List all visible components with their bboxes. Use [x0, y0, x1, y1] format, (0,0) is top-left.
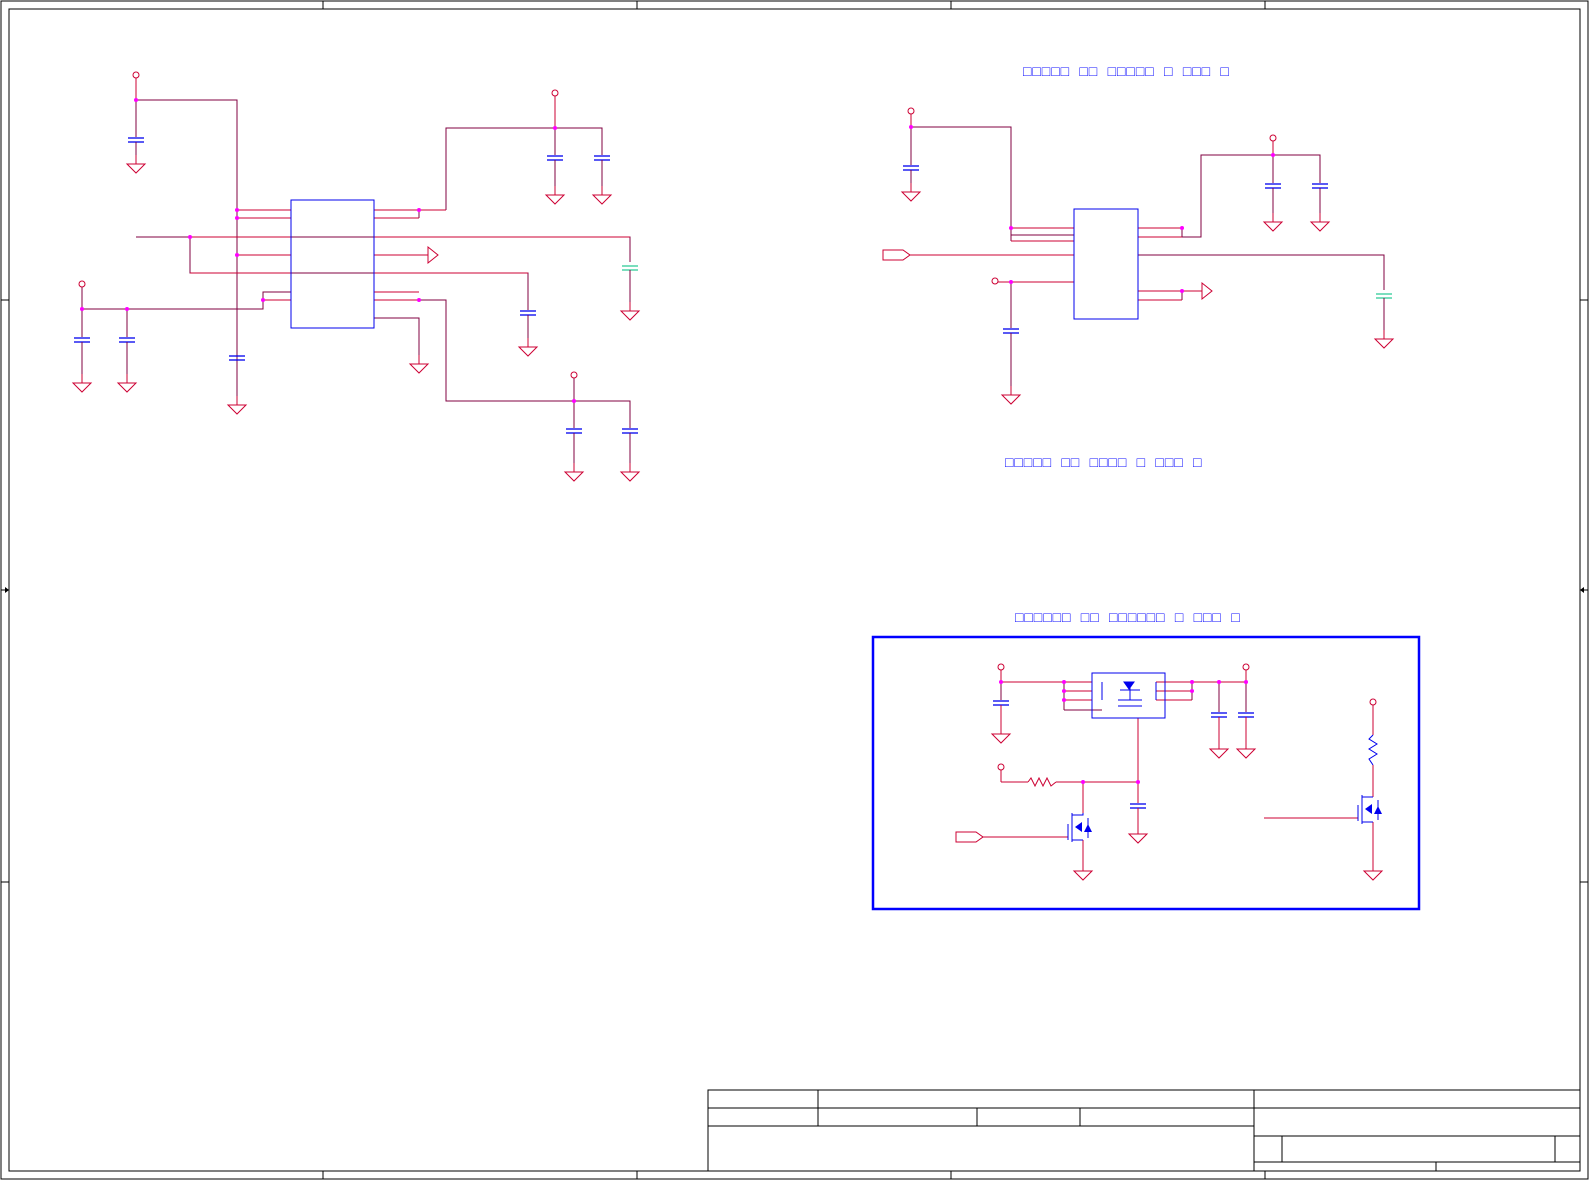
- section-title-3: □□□□□□ □□ □□□□□□ □ □□□ □: [1015, 611, 1241, 627]
- highlight-box: [871, 635, 1421, 911]
- circuit-upper-right: [910, 112, 1385, 328]
- zone-arrow-right: [1580, 587, 1584, 593]
- lower-right-ground-stubs: [1000, 705, 1247, 825]
- circuit-lower-right: [982, 670, 1382, 862]
- section-title-1: □□□□□ □□ □□□□□ □ □□□ □: [1023, 65, 1230, 81]
- left-ground-stubs: [81, 142, 1385, 463]
- section-title-2: □□□□□ □□ □□□□ □ □□□ □: [1005, 456, 1202, 472]
- lower-right-components: [955, 663, 1383, 881]
- left-components: [72, 71, 640, 482]
- zone-arrow-left: [5, 587, 9, 593]
- title-block: [707, 1089, 1581, 1172]
- circuit-left: [81, 78, 631, 428]
